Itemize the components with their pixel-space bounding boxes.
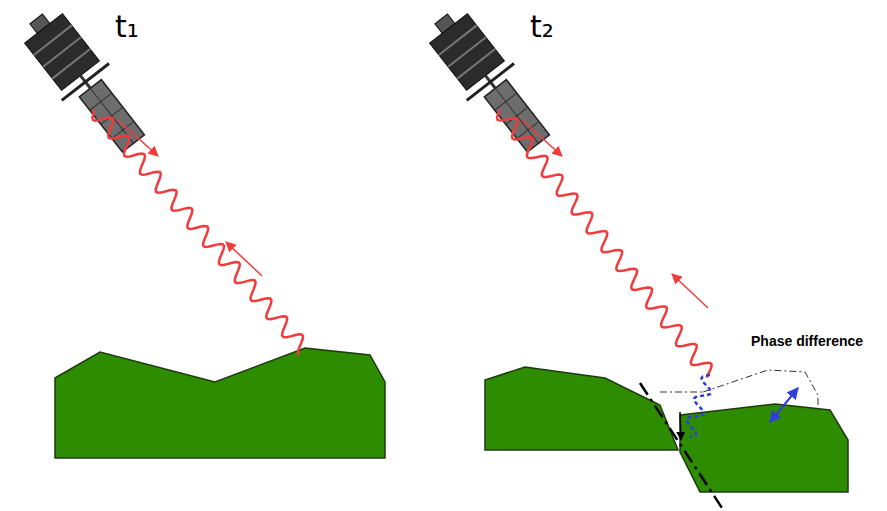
radar-wave [497, 110, 711, 378]
satellite [418, 0, 563, 161]
radar-wave [92, 110, 303, 355]
signal-arrow [226, 242, 262, 276]
phase-arrow [770, 388, 798, 422]
original-surface [703, 370, 818, 408]
phase-shift-wave [687, 375, 711, 437]
time-label: t₂ [530, 12, 554, 42]
phase-label: Phase difference [749, 333, 865, 349]
terrain-block [680, 404, 848, 492]
terrain-block [485, 367, 678, 450]
terrain [55, 348, 385, 458]
displacement-arrow [680, 412, 681, 440]
original-surface [660, 392, 703, 393]
signal-arrow [672, 274, 708, 308]
time-label: t₁ [115, 12, 139, 42]
satellite [13, 0, 158, 161]
fault-line [640, 383, 724, 511]
